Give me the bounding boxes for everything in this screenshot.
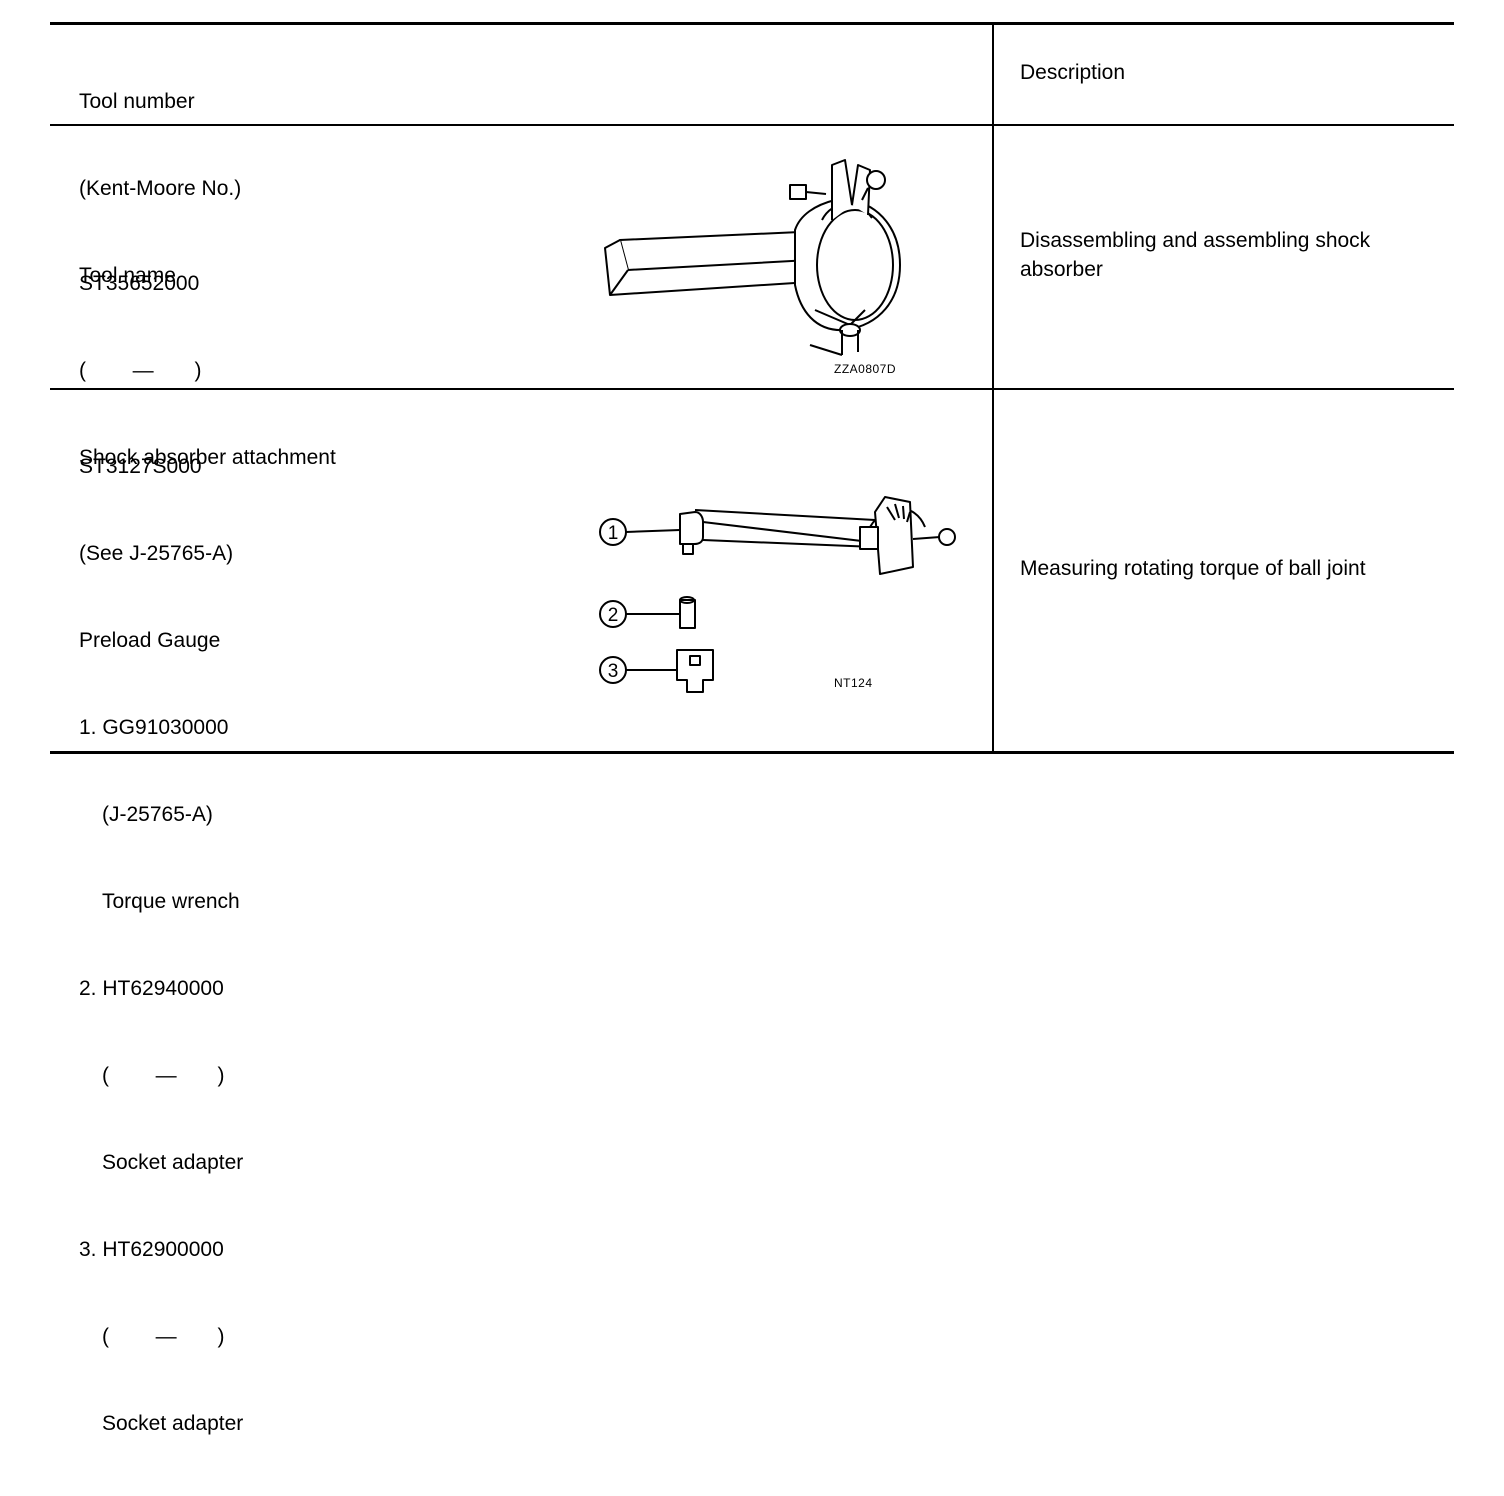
preload-gauge-illustration: 1 2 3 bbox=[599, 496, 956, 693]
row2-image-code: NT124 bbox=[834, 676, 873, 690]
part1-kent-moore: (J-25765-A) bbox=[102, 803, 213, 826]
header-divider bbox=[50, 124, 1454, 126]
table-top-rule bbox=[50, 22, 1454, 25]
header-tool-number: Tool number bbox=[79, 90, 195, 113]
row1-image-code: ZZA0807D bbox=[834, 362, 897, 376]
row1-tool-info: ST35652000 ( — ) Shock absorber attachme… bbox=[79, 211, 336, 530]
header-kent-moore: (Kent-Moore No.) bbox=[79, 177, 242, 200]
header-tool-name: Tool name bbox=[79, 264, 176, 287]
callout-2: 2 bbox=[608, 605, 619, 626]
part2-name: Socket adapter bbox=[102, 1151, 244, 1174]
row-divider bbox=[50, 388, 1454, 390]
header-tool-column: Tool number (Kent-Moore No.) Tool name bbox=[79, 29, 241, 348]
row1-description: Disassembling and assembling shock absor… bbox=[1020, 229, 1371, 281]
part3-name: Socket adapter bbox=[102, 1412, 244, 1435]
row2-tool-name: Preload Gauge bbox=[79, 629, 221, 652]
row1-kent-moore: ( — ) bbox=[79, 359, 202, 382]
table-bottom-rule bbox=[50, 751, 1454, 754]
row2-tool-number: ST3127S000 bbox=[79, 455, 202, 478]
part2-kent-moore: ( — ) bbox=[102, 1064, 225, 1087]
row2-tool-info: ST3127S000 (See J-25765-A) Preload Gauge… bbox=[79, 394, 243, 1496]
column-divider bbox=[992, 22, 994, 754]
header-description: Description bbox=[1020, 61, 1126, 84]
part3-number: 3. HT62900000 bbox=[79, 1238, 224, 1261]
part1-number: 1. GG91030000 bbox=[79, 716, 229, 739]
row1-tool-number: ST35652000 bbox=[79, 272, 200, 295]
callout-3: 3 bbox=[608, 661, 619, 682]
part2-number: 2. HT62940000 bbox=[79, 977, 224, 1000]
part3-kent-moore: ( — ) bbox=[102, 1325, 225, 1348]
part1-name: Torque wrench bbox=[102, 890, 240, 913]
row2-kent-moore: (See J-25765-A) bbox=[79, 542, 234, 565]
callout-1: 1 bbox=[608, 523, 619, 544]
shock-absorber-attachment-illustration bbox=[604, 159, 901, 356]
row2-description: Measuring rotating torque of ball joint bbox=[1020, 557, 1366, 580]
special-tools-table: Tool number (Kent-Moore No.) Tool name D… bbox=[50, 22, 1454, 1435]
row1-tool-name: Shock absorber attachment bbox=[79, 446, 336, 469]
